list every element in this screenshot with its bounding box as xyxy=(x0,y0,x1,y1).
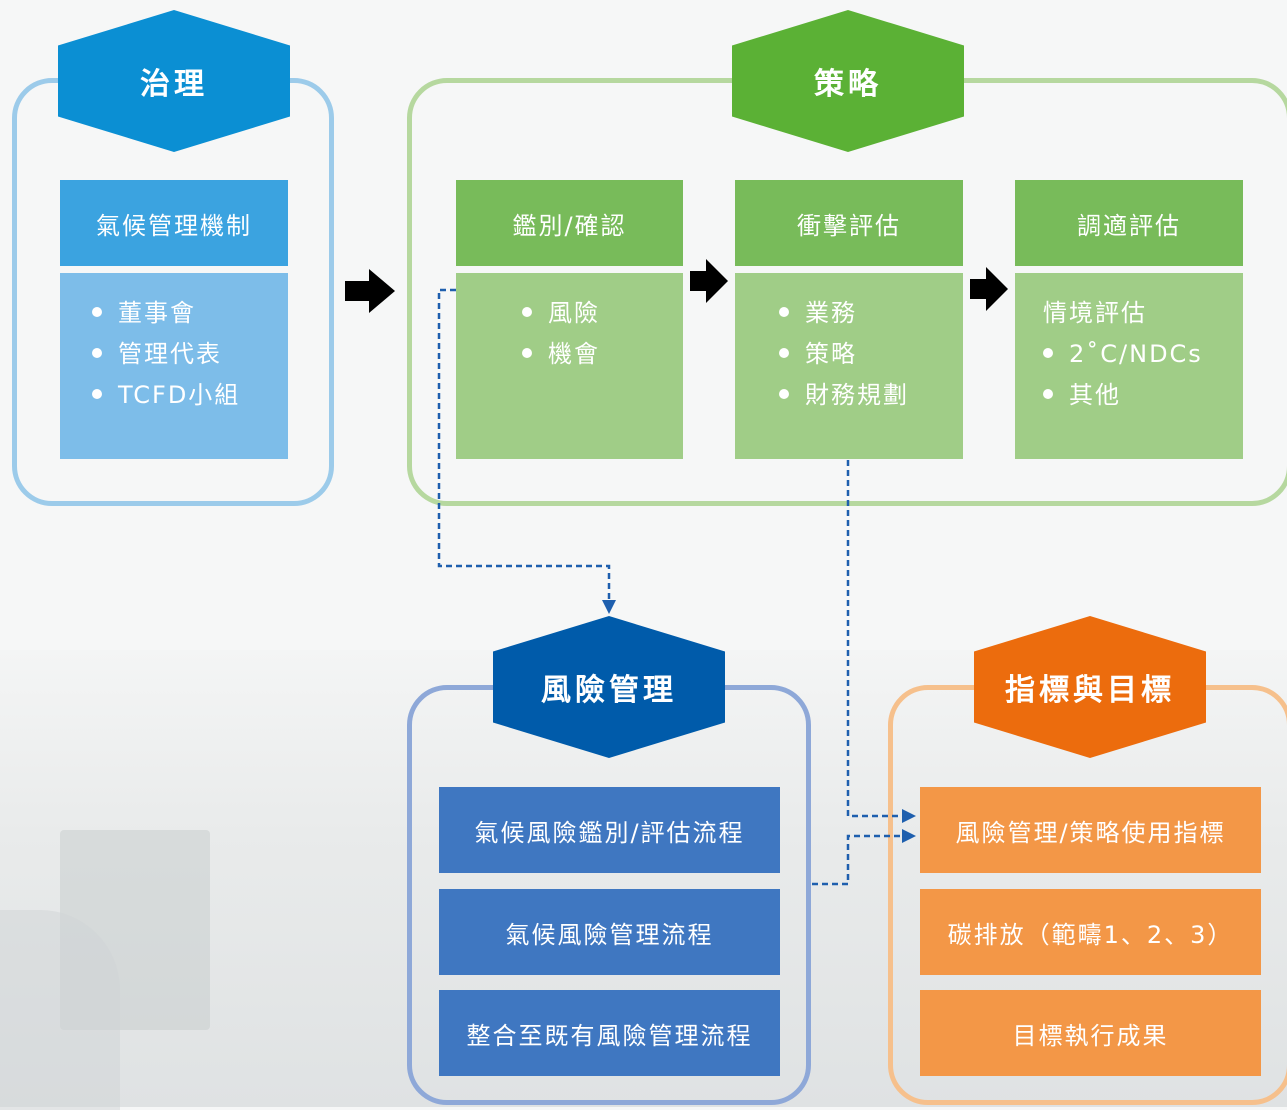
list-item: 風險 xyxy=(522,293,683,334)
list-item: 管理代表 xyxy=(92,334,288,375)
arrowhead-right-1 xyxy=(902,809,916,823)
metrics-item-indicators: 風險管理/策略使用指標 xyxy=(920,787,1261,873)
bullet-icon xyxy=(92,307,102,317)
metrics-item-results: 目標執行成果 xyxy=(920,990,1261,1076)
strategy-adaptation-header: 調適評估 xyxy=(1015,180,1243,266)
list-item: 機會 xyxy=(522,334,683,375)
risk-management-title: 風險管理 xyxy=(493,616,725,758)
governance-title: 治理 xyxy=(58,10,290,152)
bullet-icon xyxy=(522,307,532,317)
list-item: 董事會 xyxy=(92,293,288,334)
connector-impact-to-metrics xyxy=(846,460,902,818)
connector-identify-to-risk xyxy=(437,288,611,600)
governance-header: 氣候管理機制 xyxy=(60,180,288,266)
strategy-adaptation-list: 情境評估 2˚C/NDCs 其他 xyxy=(1015,273,1243,459)
arrowhead-down xyxy=(602,600,616,614)
metrics-item-emissions: 碳排放（範疇1、2、3） xyxy=(920,889,1261,975)
bullet-icon xyxy=(92,348,102,358)
risk-item-integration: 整合至既有風險管理流程 xyxy=(439,990,780,1076)
strategy-title: 策略 xyxy=(732,10,964,152)
strategy-identify-header: 鑑別/確認 xyxy=(456,180,683,266)
list-item: 2˚C/NDCs xyxy=(1043,334,1243,375)
list-item: 財務規劃 xyxy=(779,375,963,416)
bullet-icon xyxy=(779,307,789,317)
bullet-icon xyxy=(522,348,532,358)
strategy-impact-list: 業務 策略 財務規劃 xyxy=(735,273,963,459)
arrow-right-icon xyxy=(345,269,395,313)
connector-risk-to-metrics xyxy=(812,834,902,886)
risk-item-management-process: 氣候風險管理流程 xyxy=(439,889,780,975)
list-item: 業務 xyxy=(779,293,963,334)
risk-item-identify-assess: 氣候風險鑑別/評估流程 xyxy=(439,787,780,873)
list-item: 其他 xyxy=(1043,375,1243,416)
strategy-identify-list: 風險 機會 xyxy=(456,273,683,459)
bullet-icon xyxy=(1043,348,1053,358)
bullet-icon xyxy=(1043,389,1053,399)
arrowhead-right-2 xyxy=(902,829,916,843)
metrics-targets-title: 指標與目標 xyxy=(974,616,1206,758)
bullet-icon xyxy=(92,389,102,399)
scenario-label: 情境評估 xyxy=(1043,299,1147,327)
bullet-icon xyxy=(779,389,789,399)
background-person-shape xyxy=(0,910,120,1110)
arrow-right-icon xyxy=(970,267,1008,311)
bullet-icon xyxy=(779,348,789,358)
list-item: TCFD小組 xyxy=(92,375,288,416)
list-item: 策略 xyxy=(779,334,963,375)
governance-list: 董事會 管理代表 TCFD小組 xyxy=(60,273,288,459)
arrow-right-icon xyxy=(690,259,728,303)
strategy-impact-header: 衝擊評估 xyxy=(735,180,963,266)
